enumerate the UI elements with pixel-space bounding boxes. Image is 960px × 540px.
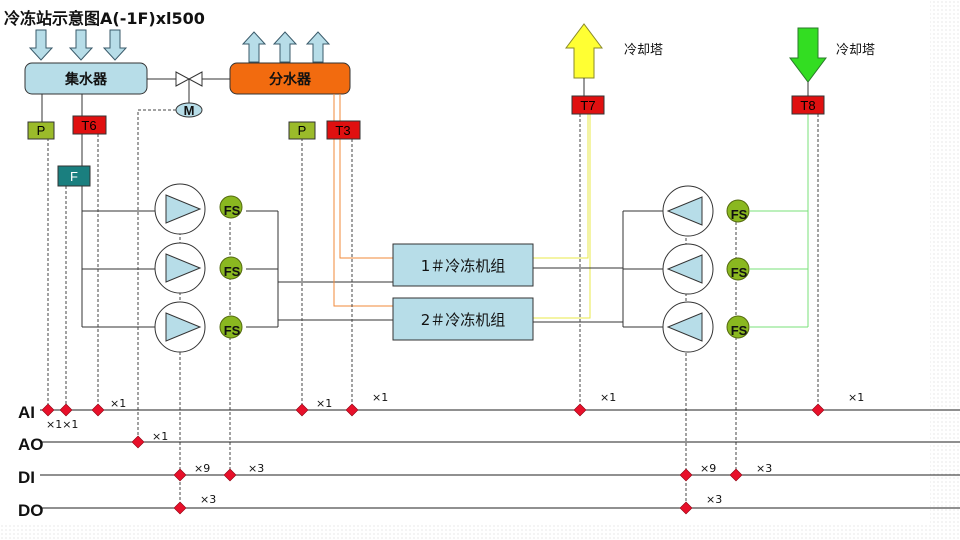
pressure-sensor-right	[288, 121, 316, 140]
bus-label-di: DI	[18, 468, 35, 487]
distributor-outlet-arrows	[241, 31, 331, 63]
multiplier-ai-t8: ×1	[848, 391, 864, 404]
multiplier-ao-m: ×1	[152, 430, 168, 443]
bus-node-icon	[173, 501, 187, 515]
bus-node-icon	[811, 403, 825, 417]
chiller-unit-1	[392, 243, 534, 287]
left-pump-group	[154, 183, 206, 353]
chiller-unit-2	[392, 297, 534, 341]
bus-node-icon	[573, 403, 587, 417]
flow-switch-label: FS	[224, 203, 241, 218]
down-arrow-icon	[102, 29, 128, 61]
pump-icon	[154, 183, 206, 235]
page-edge-texture	[930, 0, 960, 540]
multiplier-ai-left: ×1×1	[46, 418, 78, 431]
diagram-title: 冷冻站示意图A(-1F)xl500	[4, 9, 205, 28]
pressure-sensor-left	[27, 121, 55, 140]
flow-meter-f	[57, 165, 91, 187]
cooling-tower-label-1: 冷却塔	[624, 43, 663, 58]
up-arrow-icon	[272, 31, 298, 63]
multiplier-do-right: ×3	[706, 493, 722, 506]
bus-node-icon	[295, 403, 309, 417]
left-pump-piping	[41, 94, 393, 328]
chiller-unit-1-label: 1＃冷冻机组	[421, 257, 506, 275]
bus-label-ao: AO	[18, 435, 44, 454]
bus-nodes	[41, 403, 825, 515]
multiplier-di-left-pump: ×9	[194, 462, 210, 475]
cooling-tower-label-2: 冷却塔	[836, 43, 875, 58]
temp-sensor-t3-label: T3	[335, 123, 350, 138]
bus-node-icon	[223, 468, 237, 482]
flow-switch-label: FS	[731, 207, 748, 222]
up-arrow-icon	[305, 31, 331, 63]
water-distributor-label: 分水器	[269, 71, 312, 88]
distributor-chiller-leads	[333, 94, 393, 307]
multiplier-ai-t3: ×1	[372, 391, 388, 404]
bus-node-icon	[345, 403, 359, 417]
pressure-sensor-right-label: P	[298, 123, 307, 138]
bypass-valve-icon: M	[175, 71, 203, 118]
flow-switch-icon	[219, 256, 243, 280]
page-bottom-texture	[0, 525, 960, 540]
chiller-unit-2-label: 2＃冷冻机组	[421, 311, 506, 329]
cooling-tower-down-arrow-icon	[789, 27, 827, 83]
flow-switch-icon	[219, 315, 243, 339]
bus-node-icon	[679, 501, 693, 515]
pump-icon	[154, 242, 206, 294]
bus-node-icon	[679, 468, 693, 482]
bus-node-icon	[131, 435, 145, 449]
valve-motor-label: M	[184, 103, 195, 118]
right-pump-piping	[533, 210, 664, 328]
down-arrow-icon	[28, 29, 54, 61]
bus-node-icon	[59, 403, 73, 417]
flow-switch-label: FS	[224, 323, 241, 338]
flow-switch-icon	[726, 199, 750, 223]
temp-sensor-t7-label: T7	[580, 98, 595, 113]
multiplier-ai-t7: ×1	[600, 391, 616, 404]
water-collector-label: 集水器	[64, 71, 108, 88]
collector-inlet-arrows	[28, 29, 128, 61]
multiplier-di-right-fs: ×3	[756, 462, 772, 475]
right-flow-switches: FS FS FS	[726, 199, 750, 339]
pump-icon	[662, 185, 714, 237]
pump-icon	[662, 301, 714, 353]
down-arrow-icon	[68, 29, 94, 61]
up-arrow-icon	[241, 31, 267, 63]
tower-return-leads-t8	[750, 114, 809, 328]
flow-switch-label: FS	[731, 265, 748, 280]
flow-switch-label: FS	[731, 323, 748, 338]
multiplier-do-left: ×3	[200, 493, 216, 506]
left-flow-switches: FS FS FS	[219, 195, 243, 339]
temp-sensor-t7	[571, 95, 605, 115]
flow-switch-icon	[726, 315, 750, 339]
multiplier-di-left-fs: ×3	[248, 462, 264, 475]
flow-switch-label: FS	[224, 264, 241, 279]
cooling-tower-up-arrow-icon	[565, 23, 603, 79]
bus-node-icon	[41, 403, 55, 417]
multiplier-ai-p: ×1	[316, 397, 332, 410]
temp-sensor-t6-label: T6	[81, 118, 96, 133]
temp-sensor-t3	[326, 120, 361, 140]
bus-node-icon	[91, 403, 105, 417]
signal-buses	[40, 409, 960, 509]
pressure-sensor-left-label: P	[37, 123, 46, 138]
right-pump-group	[662, 185, 714, 353]
temp-sensor-t8-label: T8	[800, 98, 815, 113]
bus-label-ai: AI	[18, 403, 35, 422]
pump-icon	[662, 243, 714, 295]
temp-sensor-t6	[72, 115, 107, 135]
chiller-tower-leads-t7	[533, 114, 591, 319]
flow-switch-icon	[726, 257, 750, 281]
pump-icon	[154, 301, 206, 353]
flow-switch-icon	[219, 195, 243, 219]
flow-meter-f-label: F	[70, 169, 78, 184]
bus-node-icon	[173, 468, 187, 482]
bus-label-do: DO	[18, 501, 44, 520]
multiplier-ai-t6: ×1	[110, 397, 126, 410]
multiplier-di-right-pump: ×9	[700, 462, 716, 475]
bus-node-icon	[729, 468, 743, 482]
